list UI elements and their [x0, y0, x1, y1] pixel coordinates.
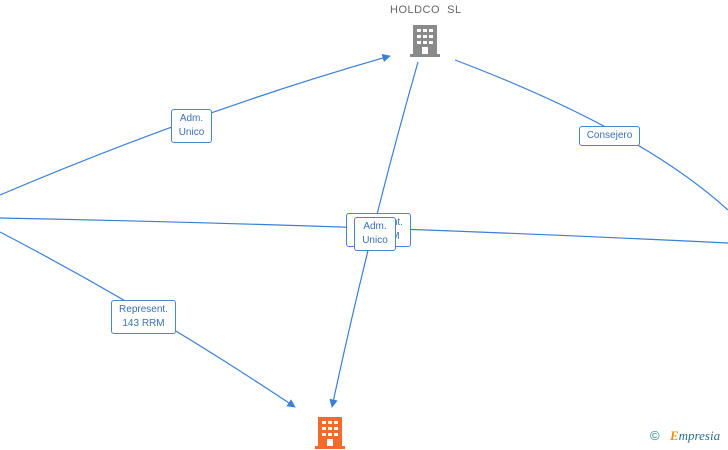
edge-label-adm-unico-center[interactable]: Adm. Unico	[354, 217, 396, 251]
edge-label-line: Represent.	[119, 304, 168, 315]
brand-initial: E	[670, 428, 679, 443]
brand-rest: mpresia	[678, 428, 721, 443]
holdco-building-icon[interactable]	[410, 24, 440, 57]
edge-label-line: Consejero	[586, 130, 633, 141]
holdco-label[interactable]: HOLDCO SL	[390, 4, 462, 16]
edge-label-line: Adm.	[363, 221, 387, 232]
edge-label-adm-unico[interactable]: Adm. Unico	[171, 109, 212, 143]
edge-label-consejero[interactable]: Consejero	[579, 126, 640, 146]
empresia-logo: Empresia	[670, 428, 720, 444]
edge-label-line: 143 RRM	[122, 318, 165, 329]
copyright-symbol: ©	[650, 428, 660, 443]
target-building-icon[interactable]	[315, 417, 345, 449]
edge-label-line: Unico	[362, 235, 388, 246]
edge-label-represent[interactable]: Represent. 143 RRM	[111, 300, 176, 334]
edge-label-line: Adm.	[179, 113, 204, 124]
edge-label-line: Unico	[178, 127, 205, 138]
